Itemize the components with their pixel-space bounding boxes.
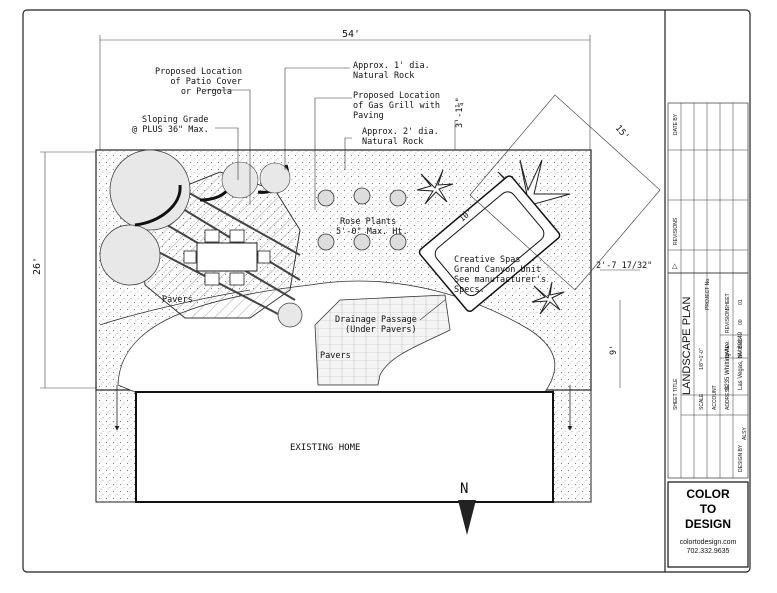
logo-box (667, 481, 749, 568)
spa (418, 175, 561, 313)
logo-line-2: TO (700, 502, 716, 516)
dim-width: 54' (342, 29, 360, 40)
address-label: ADDRESS (725, 385, 731, 410)
pavers-walkway (314, 294, 451, 386)
spa-callout-1: Creative Spas (454, 255, 521, 265)
dimension-lines (40, 35, 640, 389)
rock2-callout-1: Approx. 2' dia. (362, 127, 439, 137)
north-label: N (460, 481, 468, 497)
right-side-yard (552, 389, 592, 503)
dim-spa-depth: 3'-1¼" (455, 97, 465, 128)
design-value: ALSY (742, 427, 748, 440)
grill-callout-3: Paving (353, 111, 384, 121)
logo-line-1: COLOR (686, 487, 730, 501)
spa-callout-2: Grand Canyon Unit (454, 265, 541, 275)
pavers-label-1: Pavers (162, 295, 193, 305)
grade-callout-1: Sloping Grade (142, 115, 209, 125)
site-plan (95, 94, 661, 503)
sheet-title-label: SHEET TITLE (673, 378, 679, 410)
drainage-arrows (114, 385, 573, 431)
logo-phone: 702.332.9635 (687, 548, 730, 555)
left-side-yard (95, 389, 137, 503)
dim-depth: 26' (32, 257, 43, 275)
roses-callout-2: 5'-0" Max. Ht. (336, 227, 408, 237)
patio-callout-2: of Patio Cover (170, 77, 242, 87)
home-label: EXISTING HOME (290, 443, 360, 453)
dim-spa-offset: 2'-7 17/32" (596, 261, 652, 271)
grill-callout-2: of Gas Grill with (353, 101, 440, 111)
revision-triangle-icon: △ (672, 263, 678, 270)
sheet-value: 01 (738, 299, 744, 305)
sheet-label: SHEET (725, 293, 731, 310)
grill-callout-1: Proposed Location (353, 91, 440, 101)
pavers-label-2: Pavers (320, 351, 351, 361)
dim-side-yard: 9' (609, 345, 619, 355)
address-line-1: 9235 Whitting Ave. (725, 340, 731, 390)
revision-value: 00 (738, 319, 744, 325)
drain-callout-1: Drainage Passage (335, 315, 417, 325)
drain-callout-2: (Under Pavers) (345, 325, 417, 335)
project-label: PROJECT No. (705, 278, 711, 310)
spa-dimension-box (469, 94, 661, 291)
north-arrow-icon (458, 500, 476, 535)
date-value: 04-08-06 (738, 338, 744, 358)
date-label: DATE (725, 344, 731, 358)
patio-callout-3: or Pergola (181, 87, 232, 97)
leader-lines (205, 67, 446, 321)
rock1-callout-2: Natural Rock (353, 71, 414, 81)
scale-label: SCALE (699, 393, 705, 410)
existing-home (135, 391, 554, 503)
grade-callout-2: @ PLUS 36" Max. (132, 125, 209, 135)
patio-table (196, 242, 258, 272)
revision-label: REVISION (725, 309, 731, 333)
logo-website: colortodesign.com (680, 539, 737, 546)
scale-value: 1/8"=1'-0" (699, 348, 705, 370)
date-by-label: DATE BY (673, 113, 679, 135)
account-label: ACCOUNT (712, 385, 718, 410)
logo-line-3: DESIGN (685, 517, 731, 531)
revisions-label: REVISIONS (673, 217, 679, 245)
roses-callout-1: Rose Plants (340, 217, 396, 227)
design-label: DESIGN BY (738, 444, 744, 472)
rock2-callout-2: Natural Rock (362, 137, 423, 147)
sheet-title: LANDSCAPE PLAN (681, 297, 693, 395)
patio-chairs (183, 229, 271, 286)
spa-callout-4: Specs. (454, 285, 485, 295)
address-line-2: Las Vegas, NV 89149 (738, 331, 744, 390)
spa-callout-3: See manufacturer's (454, 275, 546, 285)
north-arrow: N (458, 481, 476, 535)
rose-plants (317, 187, 407, 251)
rock1-callout-1: Approx. 1' dia. (353, 61, 430, 71)
patio-callout-1: Proposed Location (155, 67, 242, 77)
callouts: 54' 26' Proposed Location of Patio Cover… (32, 29, 652, 453)
title-block: DATE BY REVISIONS △ SHEET TITLE LANDSCAP… (664, 10, 749, 572)
